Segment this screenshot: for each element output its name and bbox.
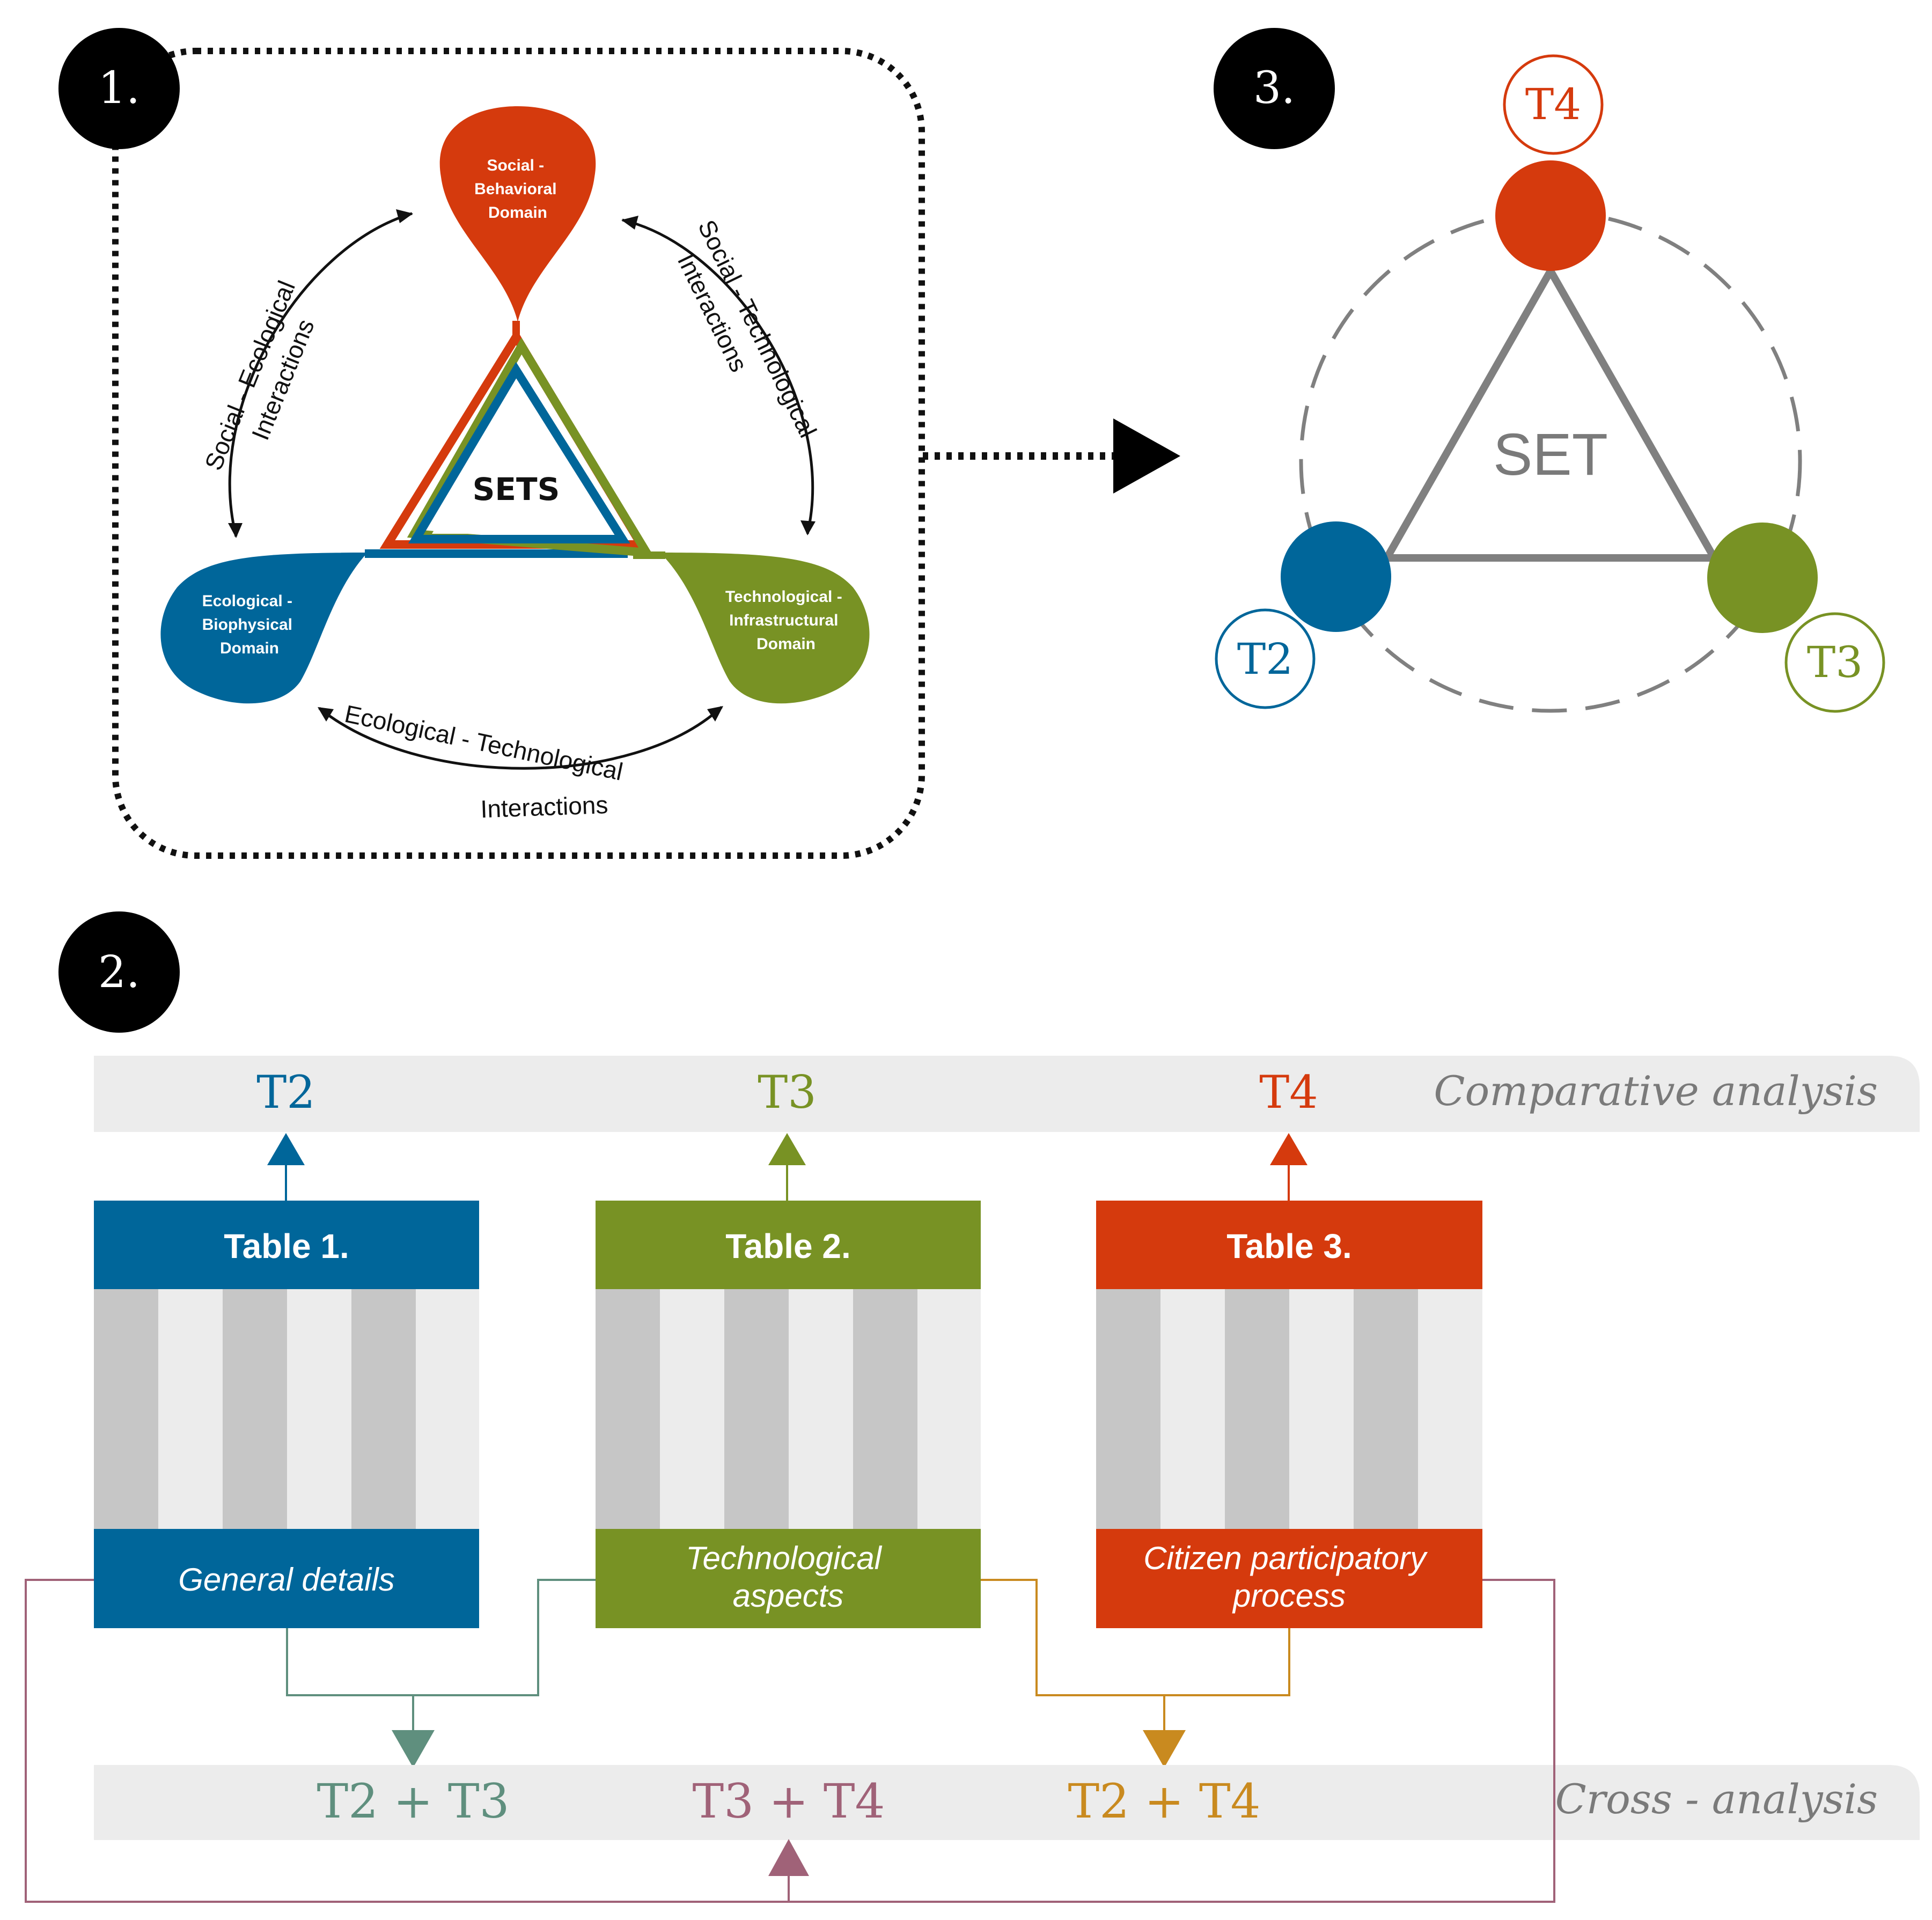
sets-panel: SETS Social - Behavioral Domain Ecologic…	[58, 28, 925, 859]
technological-domain-drop	[660, 553, 870, 704]
table-2-stripes	[596, 1289, 981, 1529]
up-arrow-t4	[1270, 1133, 1307, 1165]
ecological-technological-arrow	[318, 706, 723, 770]
table-3-title: Table 3.	[1226, 1227, 1352, 1266]
step-badge-2-label: 2.	[98, 947, 140, 998]
down-arrow-t2-t4	[1143, 1730, 1186, 1768]
step-badge-3-label: 3.	[1253, 63, 1295, 114]
cross-t2-t4: T2 + T4	[1068, 1774, 1260, 1829]
ecological-technological-line1: Ecological - Technological	[342, 700, 626, 786]
svg-text:Ecological - Technological: Ecological - Technological	[342, 700, 626, 786]
connector-t2-t3	[286, 1579, 596, 1696]
svg-text:Ecological - Biophysical: Ecological - Biophysical Domain	[202, 592, 297, 657]
ecological-technological-line2: Interactions	[480, 791, 608, 823]
t3-label: T3	[1807, 637, 1863, 687]
t2-label: T2	[1237, 634, 1293, 684]
connector-t3-t4	[25, 1579, 1555, 1903]
ecological-domain-drop	[160, 553, 368, 704]
t2-outline-circle	[1215, 608, 1316, 709]
step-badge-1-label: 1.	[98, 63, 140, 114]
node-t4	[1495, 160, 1606, 271]
table-1-footer: General details	[178, 1562, 395, 1598]
cross-label: Cross - analysis	[1555, 1775, 1878, 1823]
table-2-title: Table 2.	[725, 1227, 851, 1266]
technological-domain-line3: Domain	[756, 635, 816, 653]
step-badge-1	[58, 28, 180, 149]
svg-text:Citizen participatory: Citizen participatory process	[1143, 1540, 1435, 1614]
ecological-domain-line3: Domain	[220, 639, 279, 657]
table-1: Table 1. General details	[94, 1201, 479, 1628]
triangle-blue	[408, 362, 630, 543]
sets-center-label: SETS	[473, 471, 560, 507]
connector-t2-t4	[981, 1579, 1290, 1696]
comparative-t4: T4	[1259, 1066, 1318, 1119]
comparative-band	[94, 1056, 1920, 1132]
comparative-label: Comparative analysis	[1434, 1067, 1878, 1115]
technological-domain-line1: Technological -	[725, 588, 842, 606]
cross-t3-t4: T3 + T4	[692, 1774, 885, 1829]
dotted-frame	[112, 48, 925, 859]
t3-outline-circle	[1784, 612, 1885, 713]
set-badge-3	[1214, 28, 1335, 149]
social-technological-arrow	[622, 218, 814, 534]
t4-outline-circle	[1503, 54, 1604, 155]
svg-text:Interactions: Interactions	[480, 791, 608, 823]
svg-text:Technological - Infrastr: Technological - Infrastructural Domain	[725, 588, 847, 653]
table-1-stripes	[94, 1289, 479, 1529]
down-arrow-t2-t3	[392, 1730, 435, 1768]
table-1-title: Table 1.	[224, 1227, 349, 1266]
table-2-footer-line1: Technological	[686, 1540, 882, 1576]
cross-t2-t3: T2 + T3	[317, 1774, 509, 1829]
analysis-panel: 2. Comparative analysis T2 T3 T4 Table 1…	[25, 911, 1920, 1903]
step-badge-2	[58, 911, 180, 1033]
node-t2	[1281, 521, 1391, 632]
table-3-stripes	[1096, 1289, 1482, 1529]
svg-text:Social - Technological I: Social - Technological Interactions	[663, 216, 825, 463]
cross-band	[94, 1765, 1920, 1840]
table-2-footer-line2: aspects	[733, 1578, 844, 1614]
set-panel: 3. SET T4 T2 T3	[1214, 28, 1885, 713]
table-2: Table 2. Technological aspects	[596, 1201, 981, 1628]
table-3-footer-line2: process	[1232, 1578, 1346, 1614]
ecological-domain-line1: Ecological -	[202, 592, 292, 610]
set-center-label: SET	[1493, 422, 1608, 488]
comparative-t2: T2	[256, 1066, 315, 1119]
up-arrow-t3-t4	[768, 1839, 809, 1876]
up-arrow-t3	[768, 1133, 806, 1165]
technological-domain-line2: Infrastructural	[729, 612, 838, 629]
svg-text:Technological aspects: Technological aspects	[686, 1540, 890, 1614]
up-arrow-t2	[267, 1133, 305, 1165]
set-triangle	[1383, 267, 1718, 562]
social-domain-line2: Behavioral	[474, 180, 556, 198]
connector-arrowhead	[1113, 418, 1180, 494]
svg-text:Social - Ecological Inte: Social - Ecological Interactions	[199, 270, 333, 486]
svg-text:Social - Behavioral: Social - Behavioral Domain	[474, 157, 561, 222]
t4-label: T4	[1525, 79, 1581, 129]
social-domain-line3: Domain	[488, 204, 547, 222]
comparative-t3: T3	[758, 1066, 816, 1119]
table-3-footer-line1: Citizen participatory	[1143, 1540, 1428, 1576]
node-t3	[1707, 523, 1818, 633]
social-domain-line1: Social -	[487, 157, 544, 174]
ecological-domain-line2: Biophysical	[202, 616, 292, 634]
table-3: Table 3. Citizen participatory process	[1096, 1201, 1482, 1628]
social-ecological-arrow	[228, 212, 413, 537]
dashed-ring	[1299, 210, 1802, 713]
social-domain-drop	[439, 106, 596, 322]
